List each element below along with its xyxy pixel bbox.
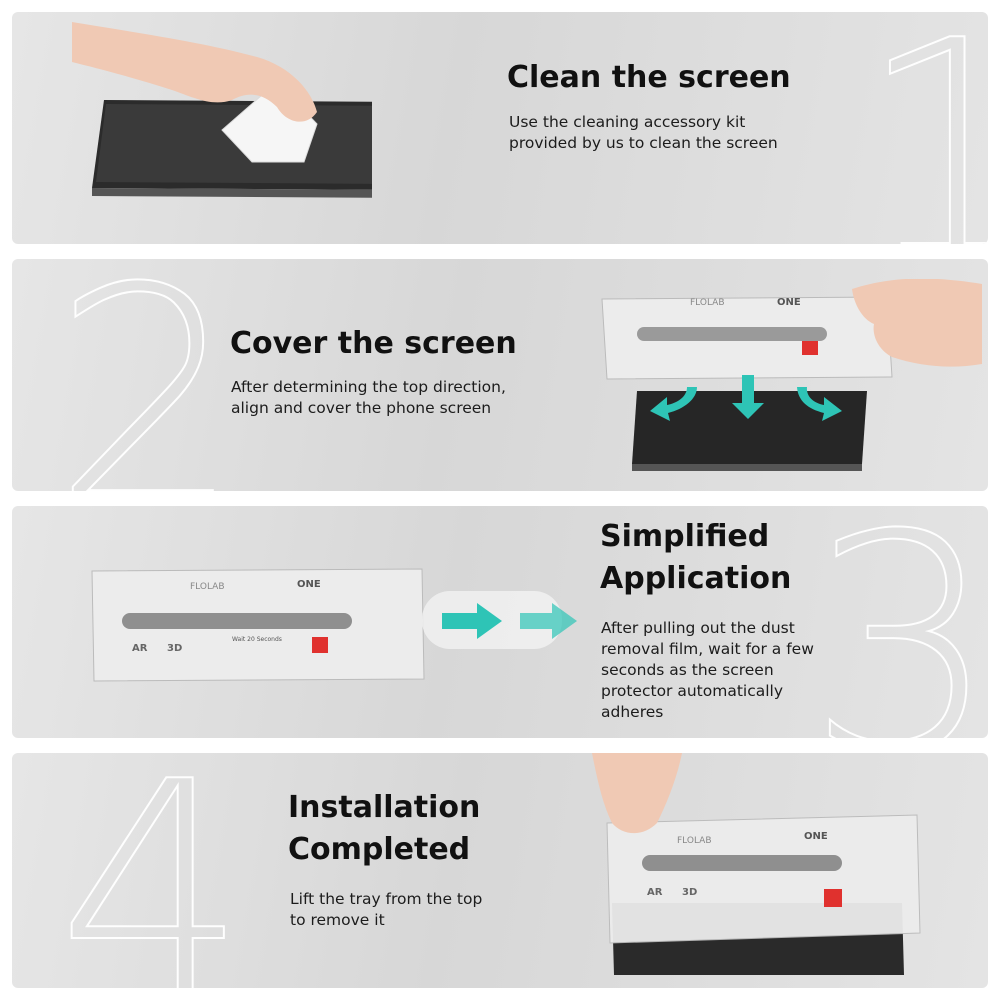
step-description: After pulling out the dust removal film,…: [601, 619, 814, 721]
qr-code-icon: [312, 637, 328, 653]
tray-icon: FLOLAB ONE AR 3D: [606, 814, 921, 944]
phone-icon: [92, 100, 372, 198]
step-2-panel: 2 Cover the screen After determining the…: [12, 259, 988, 491]
qr-code-icon: [802, 341, 818, 355]
tray-product: ONE: [297, 579, 321, 590]
installation-complete-illustration: FLOLAB ONE AR 3D: [592, 753, 921, 975]
step-4-panel: 4 Installation Completed Lift the tray f…: [12, 753, 988, 988]
right-arrow-icon: [442, 603, 577, 639]
step-number: 1: [856, 12, 988, 244]
hand-icon: [72, 22, 317, 122]
step-description: Use the cleaning accessory kit provided …: [509, 113, 778, 152]
step-3-panel: 3 FLOLAB ONE Wait 20 Seconds AR 3D Simpl…: [12, 506, 988, 738]
tray-brand: FLOLAB: [690, 298, 725, 308]
tray-icon: FLOLAB ONE Wait 20 Seconds AR 3D: [91, 568, 425, 682]
step-1-panel: 1 Clean the screen Use the cleaning acce…: [12, 12, 988, 244]
step-number: 4: [56, 753, 249, 988]
hand-icon: [592, 753, 682, 834]
qr-code-icon: [824, 889, 842, 907]
step-number: 3: [806, 506, 988, 738]
tray-logo-3d: 3D: [682, 887, 697, 898]
hand-icon: [852, 279, 982, 367]
tray-logo-ar: AR: [647, 887, 663, 898]
cover-screen-illustration: FLOLAB ONE: [601, 279, 982, 471]
step-description: After determining the top direction, ali…: [231, 378, 506, 417]
clean-screen-illustration: [72, 22, 372, 198]
step-title: Installation Completed: [288, 790, 481, 867]
tray-icon: FLOLAB ONE: [601, 296, 893, 380]
tray-brand: FLOLAB: [190, 582, 225, 592]
step-number: 2: [51, 259, 244, 491]
tray-wait-text: Wait 20 Seconds: [232, 636, 282, 643]
tray-logo-ar: AR: [132, 643, 148, 654]
tray-brand: FLOLAB: [677, 836, 712, 846]
step-title: Simplified Application: [600, 519, 792, 596]
apply-illustration: FLOLAB ONE Wait 20 Seconds AR 3D: [91, 568, 577, 682]
tray-product: ONE: [777, 297, 801, 308]
phone-icon: [632, 391, 867, 471]
down-arrow-icon: [650, 375, 842, 421]
step-description: Lift the tray from the top to remove it: [290, 890, 483, 929]
tray-product: ONE: [804, 831, 828, 842]
step-title: Clean the screen: [507, 60, 791, 95]
tray-logo-3d: 3D: [167, 643, 182, 654]
step-title: Cover the screen: [230, 326, 517, 361]
